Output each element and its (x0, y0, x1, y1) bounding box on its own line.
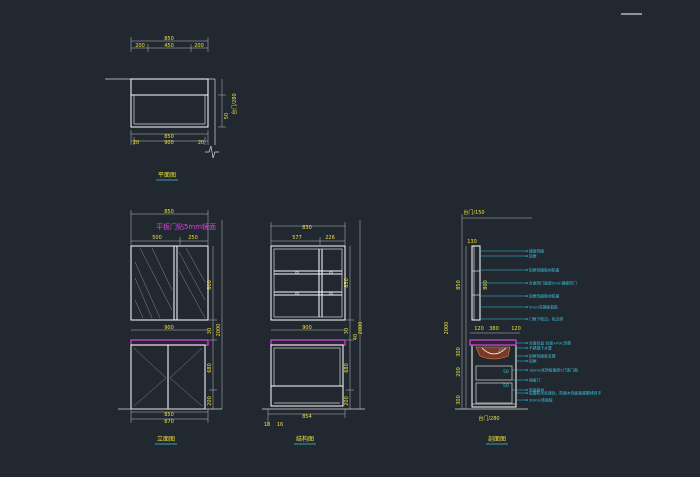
struct-right-dim-vanity: 680 (344, 363, 350, 373)
annotation-text: 台面台盆 台面+PVC饰条 (529, 341, 572, 346)
annotation-text: 铝框饰面板支撑 (529, 354, 556, 359)
annotation-dot (526, 355, 528, 357)
annotation-text: 铝面防水处理处，防腐木饰面板踢脚线饰平 (529, 391, 601, 396)
annotation-text: 镜面饰面 (529, 249, 544, 254)
annotation-dot (526, 250, 528, 252)
plan-side-label: 台门/280 (231, 93, 238, 114)
section-dim-850: 850 (456, 280, 462, 290)
annotation-text: 抽屉门 (529, 378, 541, 383)
plan-view: 850 200 450 200 台门/280 50 850 20 900 20 … (105, 36, 238, 181)
struct-right-dim-gap: 30 (344, 328, 350, 334)
annotation-dot (526, 295, 528, 297)
section-dim-200: 200 (456, 367, 462, 377)
struct-bottom-dim-16: 16 (277, 422, 283, 428)
struct-mid-dim: 900 (302, 325, 312, 331)
struct-top-dim-right: 226 (325, 235, 335, 241)
front-view: 850 500 250 平板门贴5mm镜面 900 (118, 209, 223, 445)
annotation-dot (526, 269, 528, 271)
annotation-text: 铝框饰面板材贴面 (529, 294, 560, 299)
front-right-dim-gap: 30 (207, 328, 213, 334)
front-right-dim-cabinet: 800 (207, 280, 213, 290)
plan-side-dim: 50 (224, 113, 230, 119)
front-right-dim-vanity: 680 (207, 363, 213, 373)
annotation-text: 铝框饰面板材贴面 (529, 268, 560, 273)
annotation-text: 饰面板材 (529, 388, 544, 393)
annotation-text: 18mm优质板面层5门饰门面 (529, 368, 578, 373)
annotation-text: 铝框 (529, 254, 537, 259)
front-view-title: 立面图 (157, 435, 175, 443)
annotation-text: 30mm饰面板 (529, 398, 553, 403)
plan-view-title: 平面图 (158, 172, 176, 179)
front-right-dim-total: 2000 (216, 324, 222, 337)
struct-top-dim-total: 830 (302, 225, 312, 231)
annotation-dot (526, 360, 528, 362)
section-dim-120a: 120 (474, 326, 484, 332)
front-top-dim-left: 500 (152, 235, 162, 241)
section-dim-300: 300 (456, 347, 462, 357)
annotation-dot (526, 369, 528, 371)
section-view-title: 剖面图 (488, 435, 506, 443)
section-dim-top: 130 (467, 239, 477, 245)
annotation-text: 门框下收边，包边带 (529, 317, 563, 322)
annotation-dot (526, 379, 528, 381)
struct-top-dim-left: 577 (292, 235, 302, 241)
annotation-text: 铝框 (529, 359, 537, 364)
section-dim-380: 380 (489, 326, 499, 332)
front-overlay-note: 平板门贴5mm镜面 (156, 222, 216, 231)
front-top-dim-right: 250 (188, 235, 198, 241)
plan-bottom-dim-right: 20 (198, 140, 204, 146)
section-dim-120b: 120 (511, 326, 521, 332)
front-right-dim-base: 200 (207, 396, 213, 406)
annotation-dot (526, 347, 528, 349)
annotation-text: 台面饰门面层5mm镜面饰门 (529, 281, 577, 286)
annotation-dot (526, 399, 528, 401)
plan-bottom-dim-left: 20 (133, 140, 139, 146)
front-bottom-dim-a: 850 (164, 412, 174, 418)
struct-right-dim-total: 2000 (358, 322, 364, 335)
struct-right-dim-base: 200 (344, 396, 350, 406)
struct-bottom-dim-18: 18 (264, 422, 270, 428)
plan-top-dim-center: 450 (164, 43, 174, 49)
annotation-dot (526, 255, 528, 257)
plan-bottom-dim-total: 850 (164, 134, 174, 140)
section-dim-800: 800 (483, 280, 489, 290)
struct-bottom-dim-total: 854 (302, 414, 312, 420)
plan-top-dim-right: 200 (194, 43, 204, 49)
struct-right-dim-40: 40 (353, 334, 359, 340)
annotation-text: 5mm灰镜面板贴 (529, 305, 558, 310)
annotation-dot (526, 306, 528, 308)
section-inner-50a: 50 (503, 369, 509, 375)
section-view: 台门/150 130 50 50 20 120 380 120 2000 850… (444, 209, 601, 445)
front-mid-dim: 900 (164, 325, 174, 331)
plan-bottom-dim-center: 900 (164, 140, 174, 146)
plan-top-dim-left: 200 (135, 43, 145, 49)
mirror-hatch (134, 247, 206, 319)
section-inner-20: 20 (498, 348, 504, 354)
front-top-dim-total: 850 (164, 209, 174, 215)
section-annotations: 镜面饰面铝框铝框饰面板材贴面台面饰门面层5mm镜面饰门铝框饰面板材贴面5mm灰镜… (480, 249, 601, 403)
annotation-dot (526, 392, 528, 394)
section-top-label: 台门/150 (463, 209, 484, 216)
front-bottom-dim-b: 870 (164, 419, 174, 425)
plan-top-dim-total: 850 (164, 36, 174, 42)
annotation-dot (526, 389, 528, 391)
structure-view-title: 结构图 (296, 435, 314, 443)
annotation-dot (526, 282, 528, 284)
section-inner-50b: 50 (503, 383, 509, 389)
section-dim-total: 2000 (444, 322, 450, 335)
annotation-text: 不锈钢下水管 (529, 346, 552, 351)
section-dim-300b: 300 (456, 395, 462, 405)
structure-view: 830 577 226 900 850 40 200 (262, 220, 365, 445)
section-bottom-label: 台门/280 (478, 415, 499, 422)
struct-right-dim-cabinet: 850 (344, 278, 350, 288)
annotation-dot (526, 342, 528, 344)
annotation-dot (526, 318, 528, 320)
